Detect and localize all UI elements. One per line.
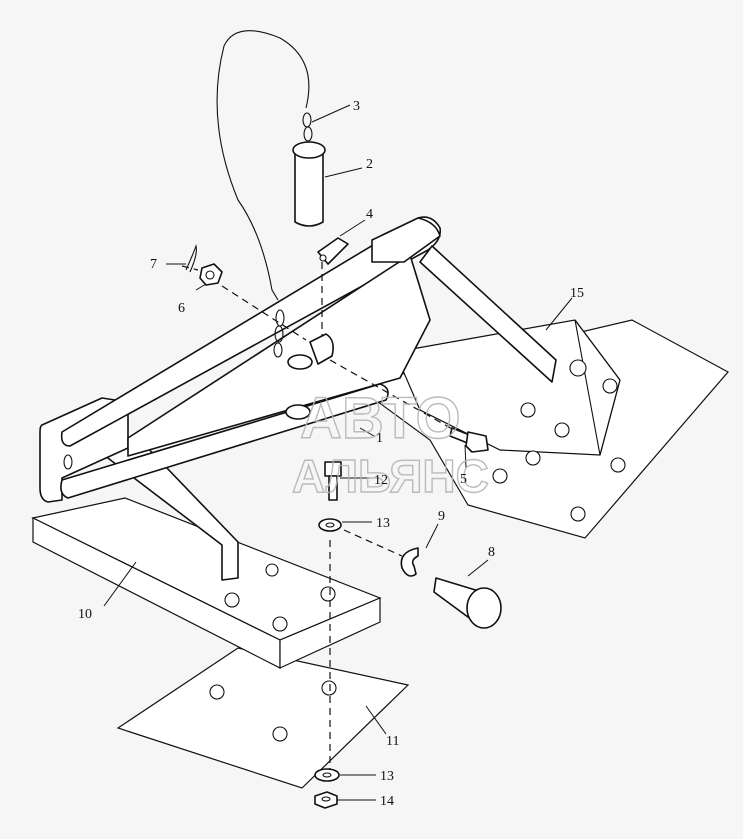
- watermark: АВТО АЛЬЯНС: [291, 385, 489, 502]
- leader-lines: [103, 104, 573, 801]
- bolt-12: [324, 461, 342, 501]
- snap-ring-9: [400, 547, 419, 577]
- cotter-pin-7: [185, 244, 197, 273]
- callout-1: 1: [376, 431, 383, 446]
- callout-9: 9: [438, 509, 445, 524]
- clip-4: [317, 237, 349, 265]
- washer-13-upper: [318, 518, 342, 532]
- callout-7: 7: [150, 257, 157, 272]
- callout-3: 3: [353, 99, 360, 114]
- callout-12: 12: [374, 473, 388, 488]
- watermark-line1: АВТО: [300, 386, 461, 451]
- assembly-lines: [181, 262, 455, 770]
- callout-13-lower: 13: [380, 769, 394, 784]
- chain-3: [216, 30, 313, 358]
- callout-10: 10: [78, 607, 92, 622]
- plate-11: [116, 647, 410, 789]
- washer-13-lower: [314, 768, 340, 782]
- nut-14: [314, 791, 338, 809]
- callout-14: 14: [380, 794, 394, 809]
- callout-2: 2: [366, 157, 373, 172]
- callout-11: 11: [386, 734, 399, 749]
- callout-4: 4: [366, 207, 373, 222]
- callout-13-upper: 13: [376, 516, 390, 531]
- callout-8: 8: [488, 545, 495, 560]
- bolt-5: [449, 427, 489, 453]
- pin-2: [292, 141, 326, 227]
- nut-6: [199, 263, 223, 286]
- bracket-1: [39, 216, 557, 503]
- watermark-line2: АЛЬЯНС: [292, 450, 489, 502]
- pin-8: [433, 577, 502, 629]
- callout-labels: 3 2 4 7 6 1 5 12 13 9 8 10 11 13 14 15: [78, 99, 584, 809]
- plate-15: [353, 319, 729, 539]
- callout-15: 15: [570, 286, 584, 301]
- callout-6: 6: [178, 301, 185, 316]
- plate-10: [31, 497, 382, 669]
- callout-5: 5: [460, 472, 467, 487]
